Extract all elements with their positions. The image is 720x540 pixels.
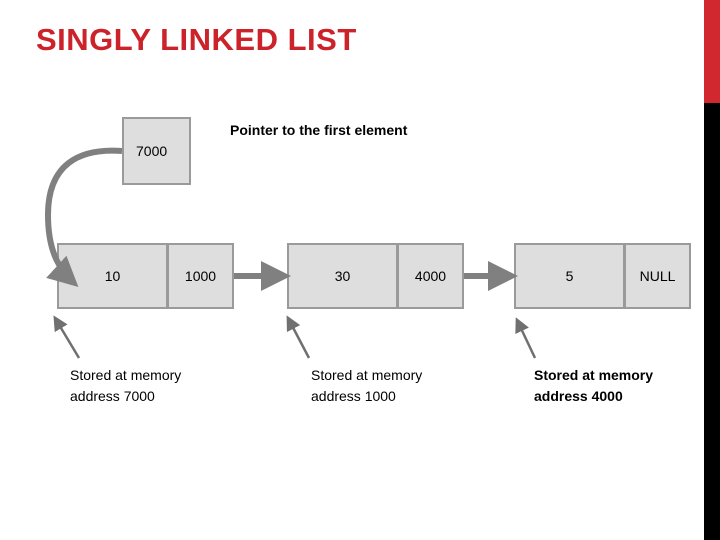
node-1-pointer-cell: 1000 bbox=[167, 243, 234, 309]
node-1-data-cell: 10 bbox=[57, 243, 168, 309]
edge-strip-black bbox=[704, 103, 720, 540]
head-pointer-box: 7000 bbox=[122, 117, 191, 185]
caption-node-2: Stored at memory address 1000 bbox=[311, 365, 422, 407]
head-pointer-label: Pointer to the first element bbox=[230, 122, 408, 138]
node-2-data-cell: 30 bbox=[287, 243, 398, 309]
caption-node-2-line2: address 1000 bbox=[311, 388, 396, 404]
node-2-pointer-cell: 4000 bbox=[397, 243, 464, 309]
caption-arrow-2 bbox=[286, 315, 311, 359]
page-title: SINGLY LINKED LIST bbox=[36, 22, 357, 57]
caption-node-3-line1: Stored at memory bbox=[534, 367, 654, 383]
edge-strip-red bbox=[704, 0, 720, 103]
caption-node-3-line2: address 4000 bbox=[534, 388, 623, 404]
caption-node-1: Stored at memory address 7000 bbox=[70, 365, 181, 407]
caption-node-1-line2: address 7000 bbox=[70, 388, 155, 404]
caption-node-1-line1: Stored at memory bbox=[70, 367, 182, 383]
node-3-pointer-cell: NULL bbox=[624, 243, 691, 309]
caption-arrow-3 bbox=[515, 317, 537, 359]
caption-arrow-1 bbox=[53, 315, 81, 359]
caption-node-2-line1: Stored at memory bbox=[311, 367, 423, 383]
caption-node-3: Stored at memory address 4000 bbox=[534, 365, 653, 407]
node-3-data-cell: 5 bbox=[514, 243, 625, 309]
